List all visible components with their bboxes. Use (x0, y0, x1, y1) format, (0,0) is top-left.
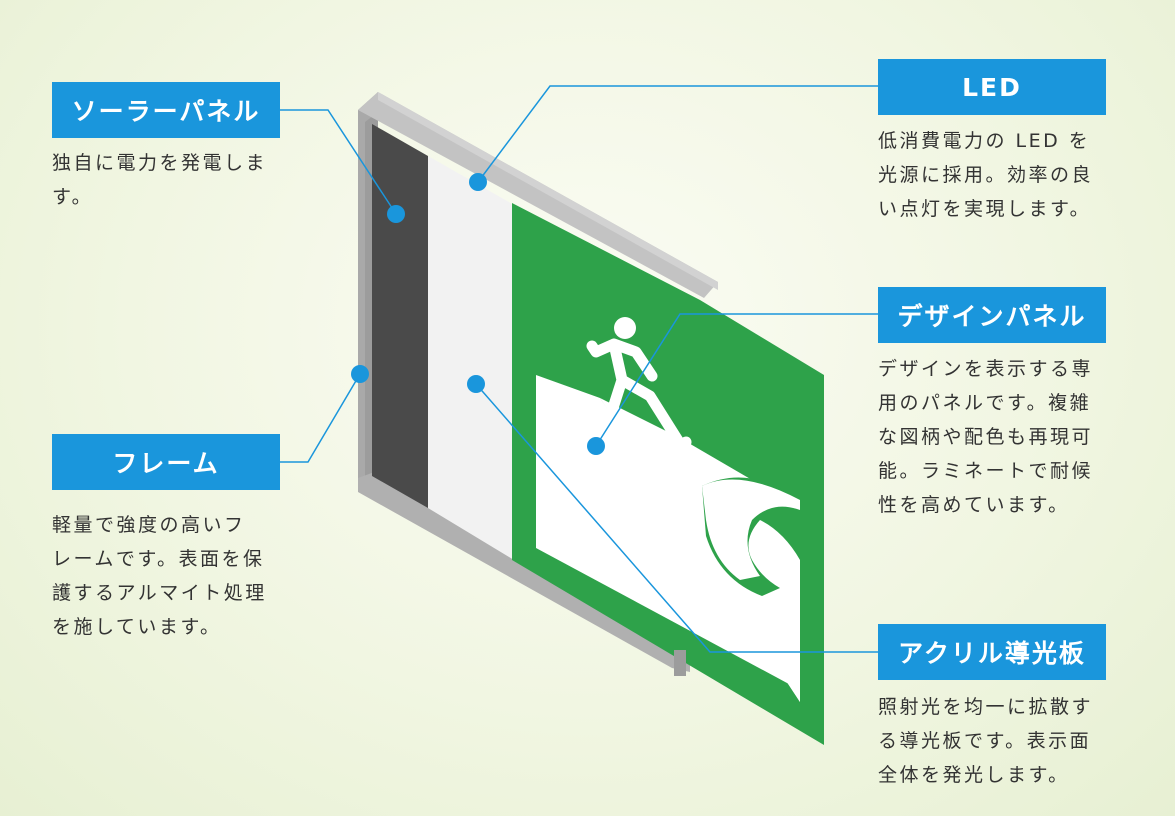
led-leader-line (477, 85, 878, 183)
solar-panel-description: 独自に電力を発電しま す。 (52, 152, 268, 208)
solar-leader-line (280, 109, 397, 215)
acrylic-panel-description: 照射光を均一に拡散す る導光板です。表示面 全体を発光します。 (878, 696, 1094, 786)
stairs-shape (536, 375, 800, 690)
frame-top-rail (358, 92, 718, 298)
led-label: LED (878, 59, 1106, 115)
frame-label: フレーム (52, 434, 280, 490)
design-marker-dot (587, 437, 605, 455)
acrylic-panel-shape (428, 156, 514, 560)
design-panel-label: デザインパネル (878, 287, 1106, 343)
acrylic-leader-line (475, 383, 878, 653)
frame-bottom-rail (358, 470, 690, 672)
frame-marker-dot (351, 365, 369, 383)
acrylic-panel-label: アクリル導光板 (878, 624, 1106, 680)
running-figure-head (614, 317, 636, 339)
led-marker-dot (469, 173, 487, 191)
door-curve-white (702, 479, 800, 580)
solar-panel-shape (372, 124, 428, 508)
solar-panel-label: ソーラーパネル (52, 82, 280, 138)
stairs-shape-cut (600, 398, 800, 702)
running-figure-body (586, 338, 692, 456)
design-panel-description: デザインを表示する専 用のパネルです。複雑 な図柄や配色も再現可 能。ラミネート… (878, 358, 1094, 516)
design-leader-line (595, 313, 878, 447)
led-description: 低消費電力の LED を 光源に採用。効率の良 い点灯を実現します。 (878, 130, 1094, 220)
solar-marker-dot (387, 205, 405, 223)
frame-top-rail-side (378, 92, 718, 290)
frame-leader-line (280, 373, 361, 463)
frame-description: 軽量で強度の高いフ レームです。表面を保 護するアルマイト処理 を施しています。 (52, 514, 267, 638)
frame-end-cap (674, 650, 686, 676)
acrylic-marker-dot (467, 375, 485, 393)
